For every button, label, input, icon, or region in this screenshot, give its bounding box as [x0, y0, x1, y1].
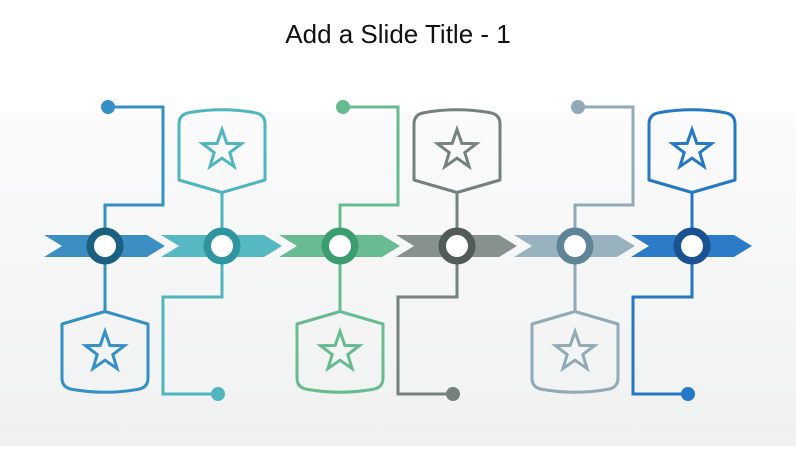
connector-top-5[interactable] — [571, 100, 635, 246]
callout-dot-2 — [211, 387, 225, 401]
star-icon — [316, 326, 364, 373]
badge-3[interactable] — [295, 310, 385, 394]
timeline-node-3[interactable] — [321, 227, 359, 265]
callout-dot-5 — [571, 100, 585, 114]
badge-shield-3 — [295, 310, 385, 394]
star-icon — [551, 326, 599, 373]
timeline-node-5[interactable] — [556, 227, 594, 265]
star-icon — [668, 124, 716, 171]
timeline-node-4[interactable] — [438, 227, 476, 265]
star-icon — [81, 326, 129, 373]
badge-shield-5 — [530, 310, 620, 394]
badge-5[interactable] — [530, 310, 620, 394]
connector-line-4 — [396, 246, 459, 396]
node-layer — [86, 227, 711, 265]
connector-line-3 — [338, 105, 400, 246]
slide-title-placeholder[interactable]: Add a Slide Title - 1 — [285, 19, 511, 49]
callout-dot-1 — [101, 100, 115, 114]
badge-2[interactable] — [177, 108, 267, 194]
connector-line-2 — [161, 246, 224, 396]
connector-line-5 — [573, 105, 635, 246]
connector-bottom-2[interactable] — [161, 246, 225, 401]
connector-top-3[interactable] — [336, 100, 400, 246]
timeline-node-6[interactable] — [673, 227, 711, 265]
connector-layer — [60, 100, 737, 401]
badge-6[interactable] — [647, 108, 737, 194]
badge-shield-1 — [60, 310, 150, 394]
connector-line-6 — [631, 246, 694, 396]
timeline-node-1[interactable] — [86, 227, 124, 265]
connector-bottom-6[interactable] — [631, 246, 695, 401]
star-icon — [198, 124, 246, 171]
star-icon — [433, 124, 481, 171]
connector-line-1 — [103, 105, 165, 246]
chevron-layer — [44, 235, 752, 257]
callout-dot-3 — [336, 100, 350, 114]
badge-shield-2 — [177, 108, 267, 194]
badge-shield-6 — [647, 108, 737, 194]
connector-bottom-4[interactable] — [396, 246, 460, 401]
badge-shield-4 — [412, 108, 502, 194]
connector-top-1[interactable] — [101, 100, 165, 246]
timeline-node-2[interactable] — [203, 227, 241, 265]
callout-dot-6 — [681, 387, 695, 401]
badge-1[interactable] — [60, 310, 150, 394]
badge-4[interactable] — [412, 108, 502, 194]
callout-dot-4 — [446, 387, 460, 401]
